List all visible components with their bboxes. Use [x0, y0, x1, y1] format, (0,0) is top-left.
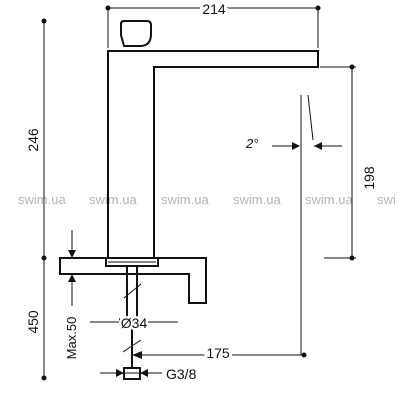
lever-handle	[120, 20, 152, 47]
dim-label-175: 175	[206, 345, 230, 361]
watermark-6: swi	[377, 192, 396, 207]
dim-hole-diameter: Ø34	[90, 313, 178, 334]
dim-label-214: 214	[202, 1, 226, 17]
dim-left-vertical: 246 450	[25, 18, 47, 381]
dim-label-246: 246	[25, 128, 41, 152]
stream-angled	[307, 94, 314, 141]
faucet-body	[107, 20, 319, 259]
mounting-surface	[59, 257, 207, 380]
dim-connection: G3/8	[100, 366, 197, 382]
dim-spout-height: 198	[320, 64, 377, 261]
dim-label-angle: 2°	[245, 136, 258, 151]
dim-label-max50: Max.50	[64, 317, 79, 360]
water-stream-angle: 2°	[245, 94, 342, 355]
watermark-row: swim.ua swim.ua swim.ua swim.ua swim.ua …	[18, 192, 396, 207]
dim-label-450: 450	[25, 310, 41, 334]
dim-max50: Max.50	[64, 230, 79, 359]
break-mark-lower	[122, 339, 142, 353]
dim-spout-reach: 175	[132, 342, 307, 364]
base-washer	[105, 257, 159, 267]
watermark-5: swim.ua	[305, 192, 353, 207]
watermark-2: swim.ua	[89, 192, 137, 207]
dim-label-198: 198	[361, 166, 377, 190]
countertop-section	[59, 257, 207, 304]
dim-label-g38: G3/8	[166, 366, 197, 382]
watermark-4: swim.ua	[233, 192, 281, 207]
watermark-1: swim.ua	[18, 192, 66, 207]
watermark-3: swim.ua	[161, 192, 209, 207]
dim-width-top: 214	[105, 0, 321, 48]
break-mark-upper	[123, 283, 142, 299]
dim-label-o34: Ø34	[121, 315, 148, 331]
faucet-column	[107, 50, 319, 259]
